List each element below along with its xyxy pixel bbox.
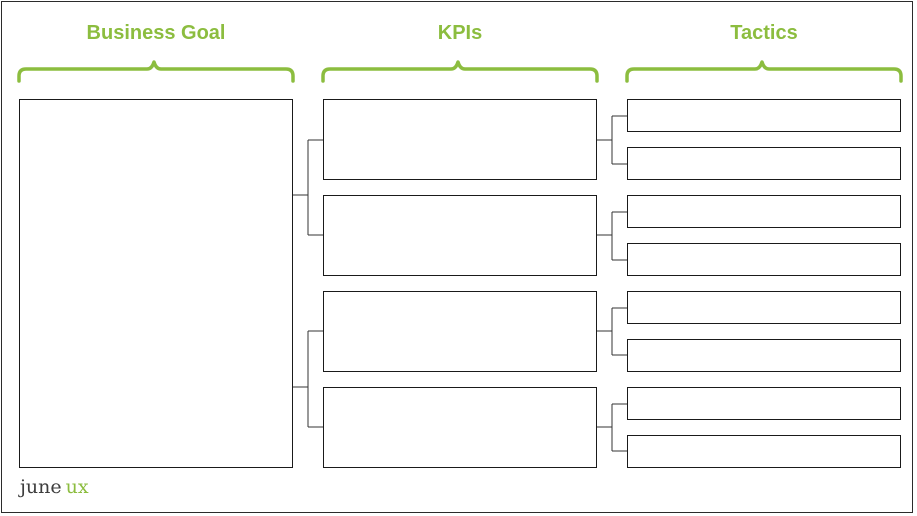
- tactic-box-8: [627, 435, 901, 468]
- tactic-box-4: [627, 243, 901, 276]
- brace-business-goal: [17, 60, 295, 83]
- business-goal-box: [19, 99, 293, 468]
- logo-word-june: june: [20, 476, 62, 498]
- brace-tactics: [625, 60, 903, 83]
- heading-business-goal: Business Goal: [86, 22, 226, 44]
- connector-goal-to-kpi-top: [292, 139, 323, 236]
- kpi-box-1: [323, 99, 597, 180]
- tactic-box-7: [627, 387, 901, 420]
- tactic-box-2: [627, 147, 901, 180]
- brace-kpis: [321, 60, 599, 83]
- heading-kpis: KPIs: [437, 22, 483, 44]
- heading-tactics: Tactics: [730, 22, 798, 44]
- tactic-box-5: [627, 291, 901, 324]
- connector-kpi2-to-tactics: [596, 211, 627, 261]
- kpi-box-3: [323, 291, 597, 372]
- logo-word-ux: ux: [65, 476, 89, 498]
- tactic-box-1: [627, 99, 901, 132]
- tactic-box-6: [627, 339, 901, 372]
- tactic-box-3: [627, 195, 901, 228]
- kpi-box-4: [323, 387, 597, 468]
- connector-kpi3-to-tactics: [596, 307, 627, 356]
- connector-goal-to-kpi-bottom: [292, 330, 323, 428]
- connector-kpi4-to-tactics: [596, 403, 627, 452]
- kpi-box-2: [323, 195, 597, 276]
- connector-kpi1-to-tactics: [596, 115, 627, 165]
